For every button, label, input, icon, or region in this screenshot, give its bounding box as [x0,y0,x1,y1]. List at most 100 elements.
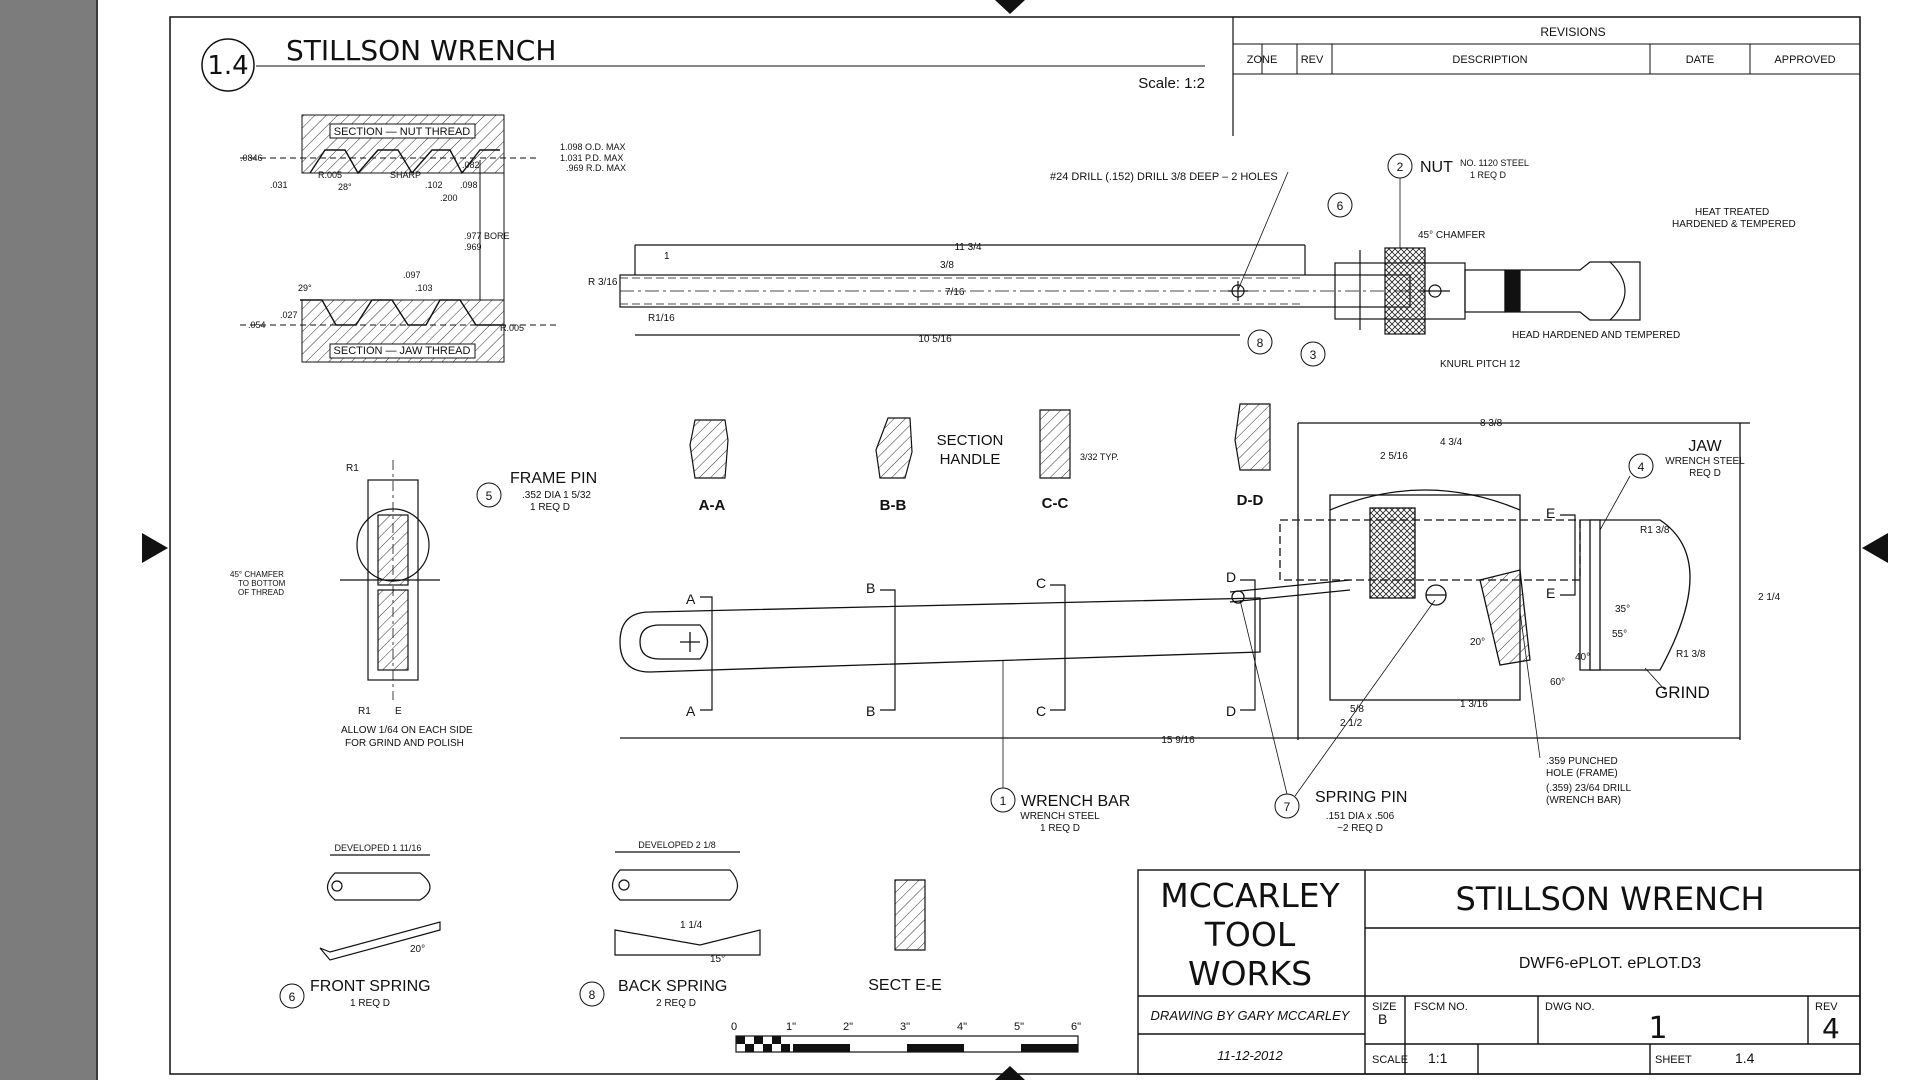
nut-spec-1: NO. 1120 STEEL [1460,158,1529,168]
spring-pin-number: 7 [1284,800,1291,814]
main-wrench-view [619,422,1750,740]
right-center-mark [1862,533,1888,563]
jaw-dim-214: 2 1/4 [1758,592,1781,603]
main-ang-60: 60° [1550,677,1565,688]
top-dim-r: R 3/16 [588,277,618,288]
front-spring-name: FRONT SPRING [310,978,431,995]
detail-number-circle [201,38,255,92]
cut-d-top: D [1226,569,1236,585]
drill-note: #24 DRILL (.152) DRILL 3/8 DEEP – 2 HOLE… [1050,171,1278,183]
sheet-value: 1.4 [1735,1050,1755,1066]
back-spring-ang: 15° [710,954,725,965]
frame-pin-r1: R1 [346,463,359,474]
back-spring-developed: DEVELOPED 2 1/8 [638,840,716,850]
front-spring-number: 6 [289,990,296,1004]
wrench-bar-spec-1: WRENCH STEEL [1020,811,1100,822]
section-cut-markers [700,514,1576,711]
punched-4: (WRENCH BAR) [1546,795,1621,806]
scale-tick-2: 2" [843,1021,853,1033]
nut-od: 1.098 O.D. MAX [560,142,626,152]
front-spring-developed: DEVELOPED 1 11/16 [335,843,422,853]
thread-dim-103: .103 [415,283,433,293]
rev-col-description: DESCRIPTION [1452,54,1527,66]
jaw-thread-title: SECTION — JAW THREAD [334,345,471,357]
cut-b-bottom: B [866,703,875,719]
section-handle-2: HANDLE [940,451,1001,468]
callout-3: 3 [1310,348,1317,362]
section-bb: B-B [880,497,907,514]
bore-1: .977 BORE [464,231,510,241]
cut-b-top: B [866,580,875,596]
jaw-grind: GRIND [1655,683,1710,702]
thread-dim-r005: R.005 [318,170,342,180]
jaw-dim-434: 4 3/4 [1440,437,1463,448]
frame-pin-spec-2: 1 REQ D [530,502,570,513]
nut-spec-2: 1 REQ D [1470,170,1507,180]
heat-1: HEAT TREATED [1695,207,1769,218]
wrench-bar-spec-2: 1 REQ D [1040,823,1080,834]
jaw-spec-1: WRENCH STEEL [1665,456,1745,467]
top-overall-len: 11 3/4 [954,242,981,253]
nut-head-note: HEAD HARDENED AND TEMPERED [1512,330,1680,341]
callout-8: 8 [1257,336,1264,350]
spring-pin-name: SPRING PIN [1315,789,1407,806]
scale-field-value: 1:1 [1428,1050,1448,1066]
cut-e-top: E [1546,505,1555,521]
top-center-mark [995,0,1025,14]
frame-pin-spec-1: .352 DIA 1 5/32 [522,490,591,501]
jaw-dim-838: 8 3/8 [1480,418,1503,429]
callout-6: 6 [1337,199,1344,213]
scale-field-label: SCALE [1372,1054,1408,1066]
nut-chamfer: 45° CHAMFER [1418,230,1485,241]
thread-dim-r005b: R.005 [500,323,524,333]
frame-pin-name: FRAME PIN [510,470,597,487]
front-spring-ang: 20° [410,944,425,955]
cut-c-bottom: C [1036,703,1046,719]
punched-1: .359 PUNCHED [1546,756,1618,767]
gutter-edge [96,0,98,1080]
thread-dim-098: .098 [460,180,478,190]
fscm-label: FSCM NO. [1414,1001,1468,1013]
section-handle-1: SECTION [937,432,1004,449]
top-dim-1: 1 [664,251,670,262]
thread-dim-200: .200 [440,193,458,203]
frame-pin-number: 5 [486,489,493,503]
jaw-number: 4 [1638,460,1645,474]
cut-a-top: A [686,591,696,607]
left-gutter [0,0,98,1080]
jaw-r13b: R1 3/8 [1676,649,1706,660]
scale-tick-3: 3" [900,1021,910,1033]
rev-value: 4 [1822,1012,1840,1045]
back-spring-view [611,851,761,956]
nut-knurl: KNURL PITCH 12 [1440,359,1521,370]
frame-pin-r1b: R1 [358,706,371,717]
size-label: SIZE [1372,1001,1396,1013]
title-block-file: DWF6-ePLOT. ePLOT.D3 [1519,955,1701,972]
jaw-r13: R1 3/8 [1640,525,1670,536]
detail-number: 1.4 [207,51,248,81]
bore-2: .969 [464,242,482,252]
top-dim-a: 3/8 [940,260,954,271]
section-cc: C-C [1042,495,1069,512]
back-spring-dim: 1 1/4 [680,920,703,931]
cut-a-bottom: A [686,703,696,719]
thread-dim-097: .097 [403,270,421,280]
size-value: B [1378,1011,1387,1027]
nut-thread-title: SECTION — NUT THREAD [334,126,471,138]
cut-e-bottom: E [1546,585,1555,601]
cut-d-bottom: D [1226,703,1236,719]
drawing-date: 11-12-2012 [1217,1048,1283,1063]
main-ang-55: 55° [1612,629,1627,640]
spring-pin-spec-1: .151 DIA x .506 [1326,811,1395,822]
thread-dim-082: .082 [462,160,480,170]
spring-pin-spec-2: ~2 REQ D [1337,823,1383,834]
thread-dim-102: .102 [425,180,443,190]
bottom-center-mark [995,1066,1025,1080]
rev-col-rev: REV [1301,54,1324,66]
scale-label: Scale: 1:2 [1138,75,1205,92]
rev-col-approved: APPROVED [1774,54,1835,66]
scale-tick-6: 6" [1071,1021,1081,1033]
left-center-mark [142,533,168,563]
callout-6-circle [1327,192,1353,218]
